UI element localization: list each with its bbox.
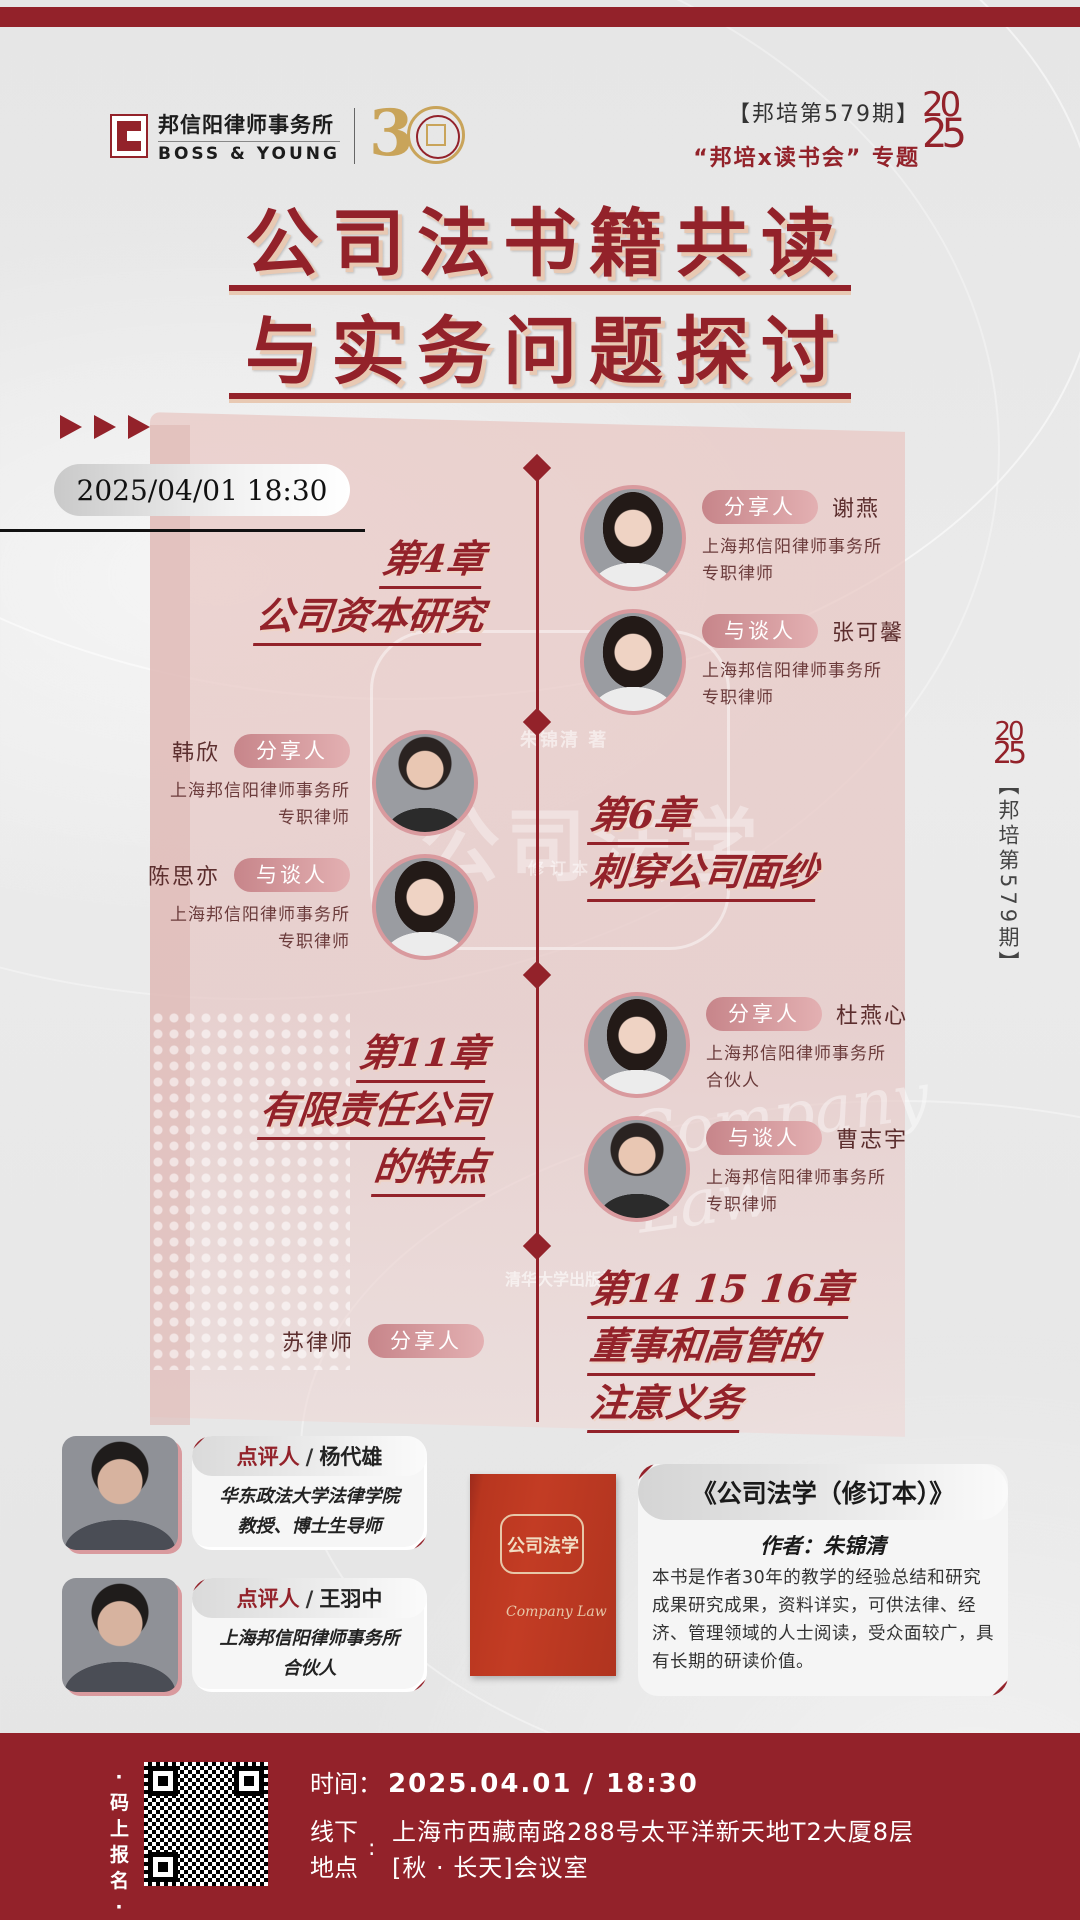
book-info-card: 《公司法学（修订本）》 作者：朱锦清 本书是作者30年的教学的经验总结和研究成果…: [638, 1464, 1008, 1696]
date-underline: [0, 529, 365, 532]
speaker-photo: [584, 1116, 690, 1222]
role-badge: 分享人: [702, 490, 818, 524]
reviewer-role: 点评人: [236, 1586, 300, 1611]
reviewer-title: 教授、博士生导师: [237, 1516, 382, 1537]
session-1-chapter: 第4章 公司资本研究: [252, 532, 487, 646]
role-badge: 与谈人: [702, 614, 818, 648]
book-backdrop-author: 朱锦清 著: [520, 730, 609, 751]
reviewer-name: 杨代雄: [319, 1444, 383, 1469]
role-badge: 分享人: [368, 1324, 484, 1358]
speaker-org: 上海邦信阳律师事务所: [170, 905, 350, 925]
reviewer-title: 合伙人: [282, 1658, 337, 1679]
footer-time: 时间：2025.04.01 / 18:30: [310, 1764, 699, 1799]
firm-name-cn: 邦信阳律师事务所: [158, 109, 340, 142]
book-backdrop-ornament: [370, 630, 730, 950]
reviewer-affiliation: 上海邦信阳律师事务所: [219, 1628, 400, 1649]
speaker-photo: [584, 992, 690, 1098]
book-backdrop-publisher: 清华大学出版社: [505, 1270, 618, 1289]
book-backdrop-dots: [150, 1010, 350, 1370]
side-issue-label: 20 25 【邦培第579期】: [988, 717, 1028, 976]
time-label: 时间：: [310, 1770, 382, 1798]
address-line-2: [秋 · 长天]会议室: [392, 1854, 589, 1882]
speaker-photo: [372, 730, 478, 836]
session-4-chapter: 第14 15 16章 董事和高管的 注意义务: [587, 1262, 855, 1433]
reviewer-affiliation: 华东政法大学法律学院: [219, 1486, 400, 1507]
speaker-name: 曹志宇: [836, 1128, 909, 1153]
session-3-chapter: 第11章 有限责任公司 的特点: [256, 1026, 491, 1197]
address-line-1: 上海市西藏南路288号太平洋新天地T2大厦8层: [392, 1818, 915, 1846]
speaker-title: 合伙人: [706, 1071, 760, 1091]
role-badge: 分享人: [234, 734, 350, 768]
year-badge: 20 25: [922, 85, 967, 157]
speaker-name: 谢燕: [832, 497, 881, 522]
book-title: 《公司法学（修订本）》: [638, 1464, 1008, 1520]
speaker-name: 陈思亦: [147, 865, 220, 890]
page-title: 公司法书籍共读 与实务问题探讨: [0, 204, 1080, 421]
speaker-card: 韩欣 分享人 上海邦信阳律师事务所 专职律师: [170, 734, 350, 832]
speaker-title: 专职律师: [702, 564, 774, 584]
speaker-card: 分享人 谢燕 上海邦信阳律师事务所 专职律师: [702, 490, 882, 588]
book-author: 作者：朱锦清: [760, 1533, 886, 1558]
location-label: 线下地点: [310, 1818, 358, 1882]
speaker-photo: [580, 485, 686, 591]
speaker-card: 与谈人 曹志宇 上海邦信阳律师事务所 专职律师: [706, 1121, 908, 1219]
top-accent-bar: [0, 7, 1080, 27]
speaker-photo: [372, 854, 478, 960]
firm-name-en: BOSS & YOUNG: [158, 143, 340, 164]
title-line-1: 公司法书籍共读: [229, 204, 851, 291]
speaker-org: 上海邦信阳律师事务所: [170, 781, 350, 801]
speaker-title: 专职律师: [702, 688, 774, 708]
speaker-name: 杜燕心: [836, 1004, 909, 1029]
speaker-title: 专职律师: [278, 808, 350, 828]
logo-divider: [353, 108, 355, 164]
speaker-photo: [580, 609, 686, 715]
speaker-card: 苏律师 分享人: [282, 1324, 484, 1358]
firm-logo-icon: [110, 114, 148, 158]
triple-arrow-icon: [60, 415, 150, 439]
speaker-name: 张可馨: [832, 621, 905, 646]
reviewer-card: 点评人 / 王羽中 上海邦信阳律师事务所 合伙人: [62, 1578, 427, 1696]
timeline-line: [536, 462, 539, 1422]
title-line-2: 与实务问题探讨: [229, 312, 851, 399]
reviewer-photo: [62, 1436, 178, 1550]
registration-qr-code[interactable]: [144, 1762, 268, 1886]
role-badge: 分享人: [706, 997, 822, 1031]
speaker-card: 与谈人 张可馨 上海邦信阳律师事务所 专职律师: [702, 614, 904, 712]
reviewer-role: 点评人: [236, 1444, 300, 1469]
event-date-pill: 2025/04/01 18:30: [54, 464, 350, 516]
speaker-name: 韩欣: [171, 741, 220, 766]
speaker-org: 上海邦信阳律师事务所: [702, 661, 882, 681]
book-backdrop-edition: 修订本: [528, 859, 595, 878]
speaker-title: 专职律师: [706, 1195, 778, 1215]
speaker-card: 陈思亦 与谈人 上海邦信阳律师事务所 专职律师: [148, 858, 350, 956]
issue-number: 【邦培第579期】: [728, 102, 920, 127]
book-description: 本书是作者30年的教学的经验总结和研究成果研究成果，资料详实，可供法律、经济、管…: [652, 1568, 994, 1672]
speaker-org: 上海邦信阳律师事务所: [702, 537, 882, 557]
speaker-name: 苏律师: [281, 1331, 354, 1356]
book-backdrop-title: 公司法学: [420, 799, 764, 893]
footer-location: 上海市西藏南路288号太平洋新天地T2大厦8层 [秋 · 长天]会议室: [392, 1814, 914, 1886]
anniversary-30-icon: 3: [369, 96, 469, 171]
speaker-org: 上海邦信阳律师事务所: [706, 1168, 886, 1188]
reviewer-card: 点评人 / 杨代雄 华东政法大学法律学院 教授、博士生导师: [62, 1436, 427, 1554]
book-cover-image: 公司法学 Company Law: [470, 1474, 616, 1676]
role-badge: 与谈人: [234, 858, 350, 892]
scan-to-register-label: ·码上报名·: [110, 1766, 130, 1918]
reviewer-photo: [62, 1578, 178, 1692]
role-badge: 与谈人: [706, 1121, 822, 1155]
time-value: 2025.04.01 / 18:30: [388, 1769, 699, 1799]
side-issue-text: 【邦培第579期】: [996, 773, 1020, 976]
session-2-chapter: 第6章 刺穿公司面纱: [587, 788, 822, 902]
issue-info: 【邦培第579期】 “邦培x读书会” 专题: [693, 96, 920, 172]
speaker-title: 专职律师: [278, 932, 350, 952]
speaker-org: 上海邦信阳律师事务所: [706, 1044, 886, 1064]
firm-logo: 邦信阳律师事务所 BOSS & YOUNG 3: [110, 96, 469, 171]
side-year-badge: 20 25: [992, 717, 1027, 772]
location-colon: :: [368, 1836, 376, 1861]
reviewer-name: 王羽中: [319, 1586, 383, 1611]
speaker-card: 分享人 杜燕心 上海邦信阳律师事务所 合伙人: [706, 997, 908, 1095]
series-name: “邦培x读书会” 专题: [693, 146, 920, 171]
